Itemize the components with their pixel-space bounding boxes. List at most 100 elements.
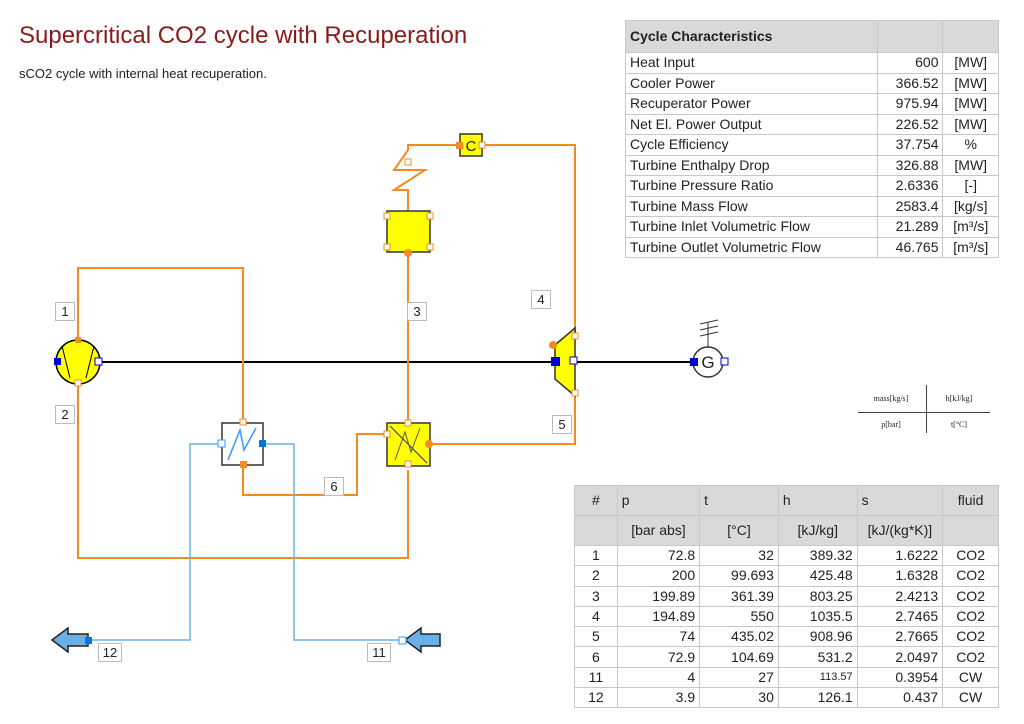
st-cell-n: 3 (574, 585, 618, 607)
cc-value: 46.765 (877, 236, 944, 258)
pipe-stream-12 (88, 443, 222, 641)
cc-label: Turbine Outlet Volumetric Flow (624, 236, 879, 258)
st-cell-s: 2.7665 (856, 626, 944, 648)
cc-label: Heat Input (624, 52, 879, 74)
stream-label-2: 2 (55, 405, 75, 424)
cc-label: Turbine Pressure Ratio (624, 175, 879, 197)
pipe-stream-5 (430, 392, 576, 445)
combustion-chamber-icon: C (456, 133, 486, 157)
stream-label-3: 3 (407, 302, 427, 321)
cc-label: Turbine Mass Flow (624, 195, 879, 217)
combustion-label: C (466, 138, 477, 155)
recuperator-icon (383, 419, 433, 468)
cooler-icon (217, 418, 266, 468)
st-cell-h: 113.57 (777, 666, 858, 689)
cc-unit: [MW] (942, 72, 999, 94)
cc-unit: [MW] (942, 93, 999, 115)
st-cell-fluid: CO2 (942, 585, 999, 607)
cc-unit: [MW] (942, 154, 999, 176)
st-unit-cell: [°C] (699, 515, 779, 546)
st-cell-p: 72.9 (616, 646, 701, 668)
st-cell-fluid: CO2 (942, 646, 999, 668)
st-cell-fluid: CO2 (942, 565, 999, 587)
st-cell-n: 4 (574, 605, 618, 628)
cc-label: Recuperator Power (624, 93, 879, 115)
cc-header: Cycle Characteristics (624, 20, 879, 53)
heater-icon (383, 158, 434, 257)
cc-value: 226.52 (877, 113, 944, 135)
cc-value: 366.52 (877, 72, 944, 94)
st-cell-n: 6 (574, 646, 618, 668)
co2-pipes (77, 144, 576, 559)
pipe-stream-1 (77, 267, 244, 423)
cc-value: 21.289 (877, 216, 944, 238)
st-unit-cell: [kJ/kg] (777, 515, 858, 546)
stream-legend: mass[kg/s] h[kJ/kg] p[bar] t[°C] (858, 385, 990, 435)
st-unit-cell (574, 515, 618, 546)
st-unit-cell: [kJ/(kg*K)] (856, 515, 944, 546)
st-cell-s: 0.437 (856, 687, 944, 709)
st-cell-h: 126.1 (777, 687, 858, 709)
cc-value: 2583.4 (877, 195, 944, 217)
st-cell-fluid: CW (942, 687, 999, 709)
st-cell-h: 908.96 (777, 626, 858, 648)
st-cell-p: 200 (616, 565, 701, 587)
cc-unit: [MW] (942, 113, 999, 135)
st-cell-s: 2.4213 (856, 585, 944, 607)
cc-unit: [kg/s] (942, 195, 999, 217)
legend-pressure: p[bar] (881, 420, 901, 429)
st-cell-t: 435.02 (699, 626, 779, 648)
st-cell-p: 74 (616, 626, 701, 648)
generator-icon: G (690, 319, 729, 378)
st-cell-h: 803.25 (777, 585, 858, 607)
stream-label-12: 12 (98, 643, 122, 662)
st-cell-h: 425.48 (777, 565, 858, 587)
pipe-stream-2 (77, 384, 409, 559)
st-cell-p: 199.89 (616, 585, 701, 607)
st-cell-h: 389.32 (777, 544, 858, 567)
st-cell-t: 104.69 (699, 646, 779, 668)
cc-label: Cycle Efficiency (624, 134, 879, 156)
st-cell-t: 32 (699, 544, 779, 567)
st-header-cell: fluid (942, 485, 999, 516)
cc-unit: [m³/s] (942, 236, 999, 258)
st-cell-h: 1035.5 (777, 605, 858, 628)
st-header-cell: # (574, 485, 618, 516)
stream-label-6: 6 (324, 477, 344, 496)
st-header-cell: h (777, 485, 858, 516)
st-cell-n: 11 (574, 666, 618, 689)
st-cell-h: 531.2 (777, 646, 858, 668)
st-cell-fluid: CW (942, 666, 999, 689)
st-cell-s: 2.7465 (856, 605, 944, 628)
st-cell-p: 194.89 (616, 605, 701, 628)
water-inlet-arrow-icon (398, 626, 441, 654)
page-subtitle: sCO2 cycle with internal heat recuperati… (19, 66, 267, 81)
st-cell-n: 1 (574, 544, 618, 567)
cc-unit: [MW] (942, 52, 999, 74)
water-pipes (88, 443, 402, 641)
st-header-cell: p (616, 485, 701, 516)
st-unit-cell: [bar abs] (616, 515, 701, 546)
generator-label: G (701, 353, 714, 372)
cc-value: 2.6336 (877, 175, 944, 197)
cc-label: Net El. Power Output (624, 113, 879, 135)
st-cell-s: 2.0497 (856, 646, 944, 668)
stream-label-5: 5 (552, 415, 572, 434)
st-header-cell: s (856, 485, 944, 516)
cc-unit: [-] (942, 175, 999, 197)
st-cell-n: 2 (574, 565, 618, 587)
